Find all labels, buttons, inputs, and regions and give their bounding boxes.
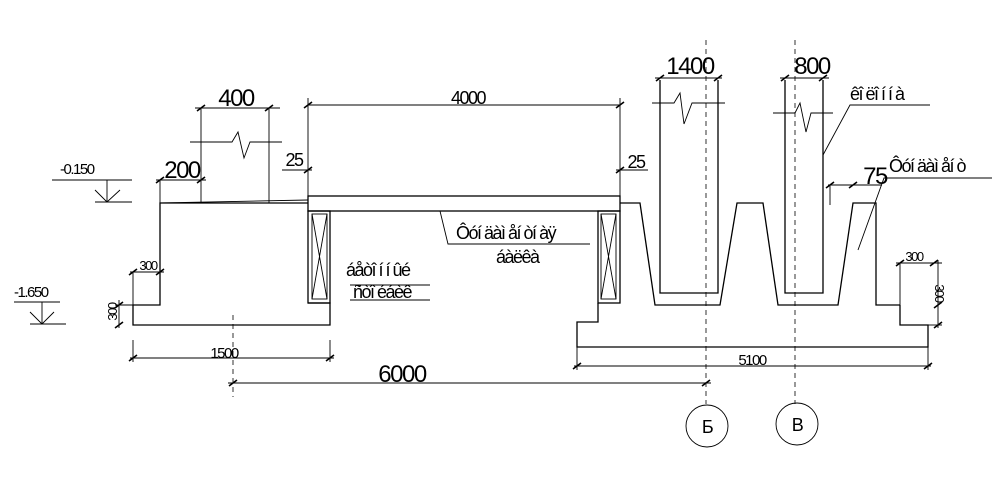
level-bottom-text: -1.650 [14, 284, 49, 301]
left-foundation [132, 199, 331, 326]
right-foundation [576, 202, 929, 348]
leader-lines [350, 104, 992, 301]
dim-300-left: 300 [139, 258, 157, 273]
dim-75: 75 [863, 163, 888, 190]
level-marker-top [52, 179, 132, 203]
brick-wall-label-2: ñòî éáèê [353, 282, 413, 302]
foundation-beam [307, 174, 621, 212]
wall-label: êî ëî í í à [850, 84, 906, 104]
foundation-label: Ôóí äàì åí ò [889, 155, 967, 176]
axis-bubble-v: В [775, 402, 819, 446]
dim-1500: 1500 [210, 345, 239, 362]
dim-25-left: 25 [285, 150, 304, 170]
left-brick-wall [307, 210, 331, 304]
axis-v-label: В [792, 415, 804, 435]
dim-1400: 1400 [666, 53, 715, 80]
dim-300-left-vertical: 300 [105, 302, 120, 320]
axis-b-label: Б [702, 417, 713, 437]
slab-label-1: Ôóí äàì åí òí àÿ [456, 222, 557, 243]
dim-300-right-vertical: 300 [932, 284, 947, 302]
column-1400 [652, 80, 725, 294]
labels: áåòî í í ûé ñòî éáèê Ôóí äàì åí òí àÿ áà… [346, 84, 968, 302]
dim-4000: 4000 [451, 88, 487, 108]
dim-6000: 6000 [378, 361, 427, 388]
axis-lines [232, 40, 796, 404]
column-800 [773, 80, 833, 294]
dim-800: 800 [794, 53, 831, 80]
level-top-text: -0.150 [60, 161, 95, 178]
dim-300-right: 300 [905, 249, 923, 264]
brick-wall-label-1: áåòî í í ûé [346, 260, 411, 280]
dim-400: 400 [218, 85, 255, 112]
slab-label-2: áàëêà [496, 247, 541, 267]
axis-bubble-b: Б [685, 404, 729, 448]
dim-5100: 5100 [738, 352, 767, 369]
right-brick-wall [597, 210, 621, 304]
dimension-texts: 400 200 4000 25 25 1400 800 75 300 300 1… [105, 53, 947, 388]
level-marker-bottom [14, 301, 66, 325]
dimension-lines [114, 74, 943, 387]
dim-200: 200 [164, 157, 201, 184]
dim-25-right: 25 [627, 152, 646, 172]
left-column-break [190, 108, 282, 203]
